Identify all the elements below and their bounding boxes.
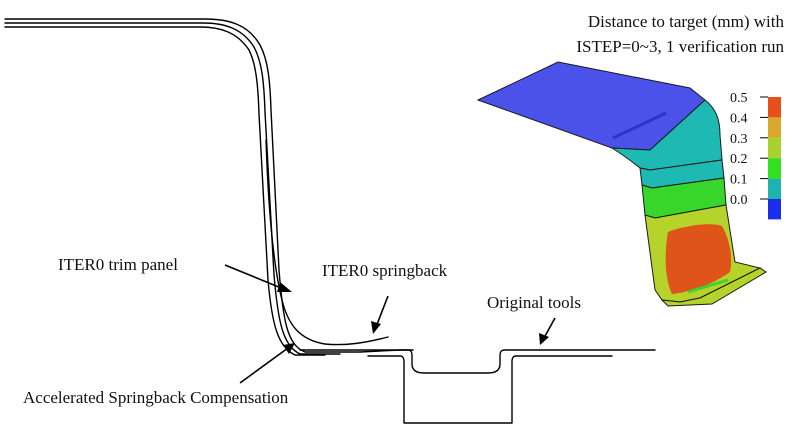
title-line-2: ISTEP=0~3, 1 verification run xyxy=(576,37,784,56)
colorbar-tick-label: 0.1 xyxy=(730,173,748,188)
color-legend: 0.5 0.4 0.3 0.2 0.1 0.0 xyxy=(730,91,781,220)
cross-section-curves xyxy=(4,18,414,356)
springback-label: ITER0 springback xyxy=(322,261,448,280)
compensation-arrow xyxy=(239,347,289,384)
colorbar-swatch xyxy=(768,178,781,199)
trim-panel-label: ITER0 trim panel xyxy=(58,255,178,274)
springback-arrow xyxy=(375,295,389,328)
part-streak xyxy=(612,111,667,140)
colorbar-tick-label: 0.4 xyxy=(730,111,748,126)
original-tools-label: Original tools xyxy=(487,293,581,312)
compensation-arrowhead xyxy=(283,343,295,354)
tool-upper-profile xyxy=(299,349,656,374)
trim-panel-curve-middle xyxy=(4,22,341,355)
part-bottom-streak xyxy=(687,278,729,294)
springback-arrowhead xyxy=(371,321,381,334)
label-trim-panel: ITER0 trim panel xyxy=(58,255,292,292)
colorbar-tick-label: 0.0 xyxy=(730,193,748,208)
contour-title: Distance to target (mm) with ISTEP=0~3, … xyxy=(576,12,784,56)
label-compensation: Accelerated Springback Compensation xyxy=(23,343,295,407)
trim-panel-curve-inner xyxy=(4,26,326,356)
original-tools xyxy=(299,349,656,424)
trim-panel-curve-outer xyxy=(4,18,414,353)
colorbar-swatch xyxy=(768,97,781,118)
original-tools-arrow xyxy=(543,317,556,339)
title-line-1: Distance to target (mm) with xyxy=(588,12,785,31)
tool-lower-profile xyxy=(367,355,613,424)
compensation-label: Accelerated Springback Compensation xyxy=(23,388,289,407)
trim-panel-arrow xyxy=(224,264,287,291)
contour-part xyxy=(476,61,767,307)
colorbar-swatch xyxy=(768,137,781,159)
part-bottom-flange xyxy=(660,267,767,307)
springback-curve xyxy=(265,139,389,346)
colorbar-swatch xyxy=(768,199,781,220)
trim-panel-arrowhead xyxy=(277,282,292,292)
colorbar-tick-label: 0.2 xyxy=(730,152,748,167)
original-tools-arrowhead xyxy=(539,333,549,345)
label-springback: ITER0 springback xyxy=(322,261,448,334)
part-hotspot xyxy=(665,224,732,294)
colorbar-swatch xyxy=(768,158,781,179)
colorbar-swatch xyxy=(768,117,781,138)
label-original-tools: Original tools xyxy=(487,293,581,345)
colorbar-tick-label: 0.3 xyxy=(730,132,748,147)
colorbar-tick-label: 0.5 xyxy=(730,91,748,106)
part-bend xyxy=(610,99,723,171)
